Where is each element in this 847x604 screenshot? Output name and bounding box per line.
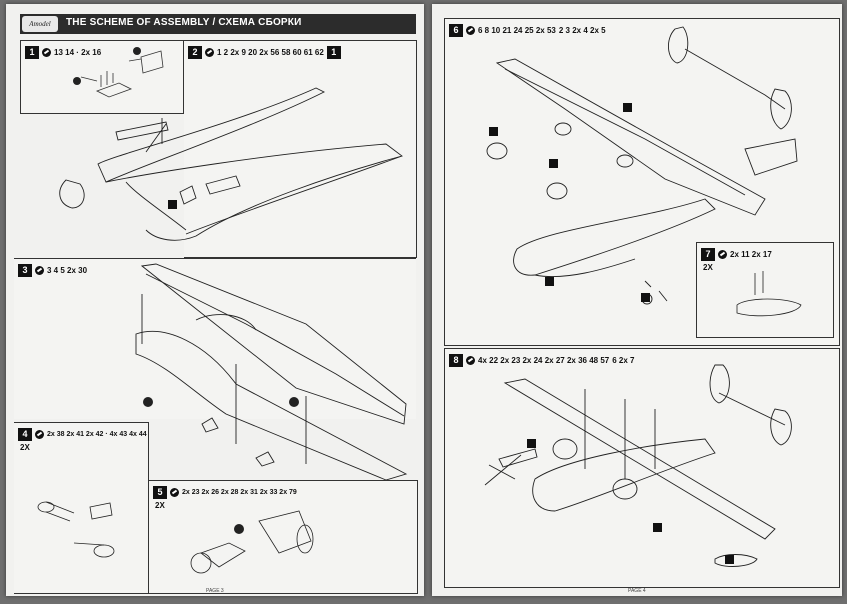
step-parts: 2x 38 2x 41 2x 42 · 4x 43 4x 44 xyxy=(47,430,147,438)
page-header: Amodel THE SCHEME OF ASSEMBLY / СХЕМА СБ… xyxy=(20,14,416,34)
step-number: 4 xyxy=(18,427,32,441)
final-assembly-drawing xyxy=(484,364,792,567)
glue-icon xyxy=(42,47,51,57)
step-number: 1 xyxy=(25,45,39,59)
step-parts: 4x 22 2x 23 2x 24 2x 27 2x 36 48 57 xyxy=(478,355,610,365)
step-2-header: 2 1 2 2x 9 20 2x 56 58 60 61 62 1 xyxy=(188,45,341,59)
glue-icon xyxy=(718,249,727,259)
step-parts: 1 2 2x 9 20 2x 56 58 60 61 62 xyxy=(217,47,324,57)
referenced-step-number: 1 xyxy=(326,45,341,59)
step-6-header: 6 6 8 10 21 24 25 2x 53 2 3 2x 4 2x 5 xyxy=(449,23,606,37)
step-parts: 13 14 · 2x 16 xyxy=(54,47,102,57)
brand-logo: Amodel xyxy=(22,16,58,32)
step-5-panel: 5 2x 23 2x 26 2x 28 2x 31 2x 33 2x 79 2X xyxy=(148,480,418,594)
page-number: PAGE 4 xyxy=(628,588,646,594)
step-1-panel: 1 13 14 · 2x 16 xyxy=(20,40,184,114)
step-1-drawing xyxy=(73,47,164,98)
step-parts: 3 4 5 2x 30 xyxy=(47,265,88,275)
step-7-header: 7 2x 11 2x 17 xyxy=(701,247,772,261)
step-3-panel: 3 3 4 5 2x 30 xyxy=(14,258,416,419)
page-number: PAGE 3 xyxy=(206,588,224,594)
step-multiplier: 2X xyxy=(155,501,165,510)
step-7-panel: 7 2x 11 2x 17 2X xyxy=(696,242,834,338)
hull-wing-assembly-drawing xyxy=(486,26,798,305)
step-4-panel: 4 2x 38 2x 41 2x 42 · 4x 43 4x 44 2X xyxy=(14,422,149,594)
step-number: 2 xyxy=(188,45,202,59)
step-multiplier: 2X xyxy=(20,443,30,452)
step-2-panel: 2 1 2 2x 9 20 2x 56 58 60 61 62 1 xyxy=(184,40,417,258)
step-number: 8 xyxy=(449,353,463,367)
glue-icon xyxy=(466,355,475,365)
glue-icon xyxy=(170,487,179,497)
step-parts: 2x 11 2x 17 xyxy=(730,249,772,259)
step-5-drawing xyxy=(190,510,314,574)
step-4-drawing xyxy=(37,501,115,558)
step-5-header: 5 2x 23 2x 26 2x 28 2x 31 2x 33 2x 79 xyxy=(153,485,297,499)
page-title: THE SCHEME OF ASSEMBLY / СХЕМА СБОРКИ xyxy=(66,17,302,28)
referenced-steps: 6 2x 7 xyxy=(612,355,635,365)
step-parts: 2x 23 2x 26 2x 28 2x 31 2x 33 2x 79 xyxy=(182,488,297,496)
step-number: 5 xyxy=(153,485,167,499)
glue-icon xyxy=(205,47,214,57)
glue-icon xyxy=(35,429,44,439)
step-multiplier: 2X xyxy=(703,263,713,272)
float-assembly-drawing xyxy=(736,271,802,317)
step-4-header: 4 2x 38 2x 41 2x 42 · 4x 43 4x 44 xyxy=(18,427,147,441)
step-number: 6 xyxy=(449,23,463,37)
step-1-header: 1 13 14 · 2x 16 xyxy=(25,45,101,59)
instruction-page-right: 6 6 8 10 21 24 25 2x 53 2 3 2x 4 2x 5 xyxy=(432,4,842,596)
fuselage-assembly-drawing xyxy=(59,87,404,241)
instruction-page-left: Amodel THE SCHEME OF ASSEMBLY / СХЕМА СБ… xyxy=(6,4,424,596)
glue-icon xyxy=(466,25,475,35)
step-3-header: 3 3 4 5 2x 30 xyxy=(18,263,87,277)
glue-icon xyxy=(35,265,44,275)
step-8-panel: 8 4x 22 2x 23 2x 24 2x 27 2x 36 48 57 6 … xyxy=(444,348,840,588)
step-8-header: 8 4x 22 2x 23 2x 24 2x 27 2x 36 48 57 6 … xyxy=(449,353,634,367)
referenced-steps: 2 3 2x 4 2x 5 xyxy=(558,25,606,35)
wing-assembly-drawing xyxy=(135,263,408,481)
step-parts: 6 8 10 21 24 25 2x 53 xyxy=(478,25,556,35)
step-number: 3 xyxy=(18,263,32,277)
step-number: 7 xyxy=(701,247,715,261)
